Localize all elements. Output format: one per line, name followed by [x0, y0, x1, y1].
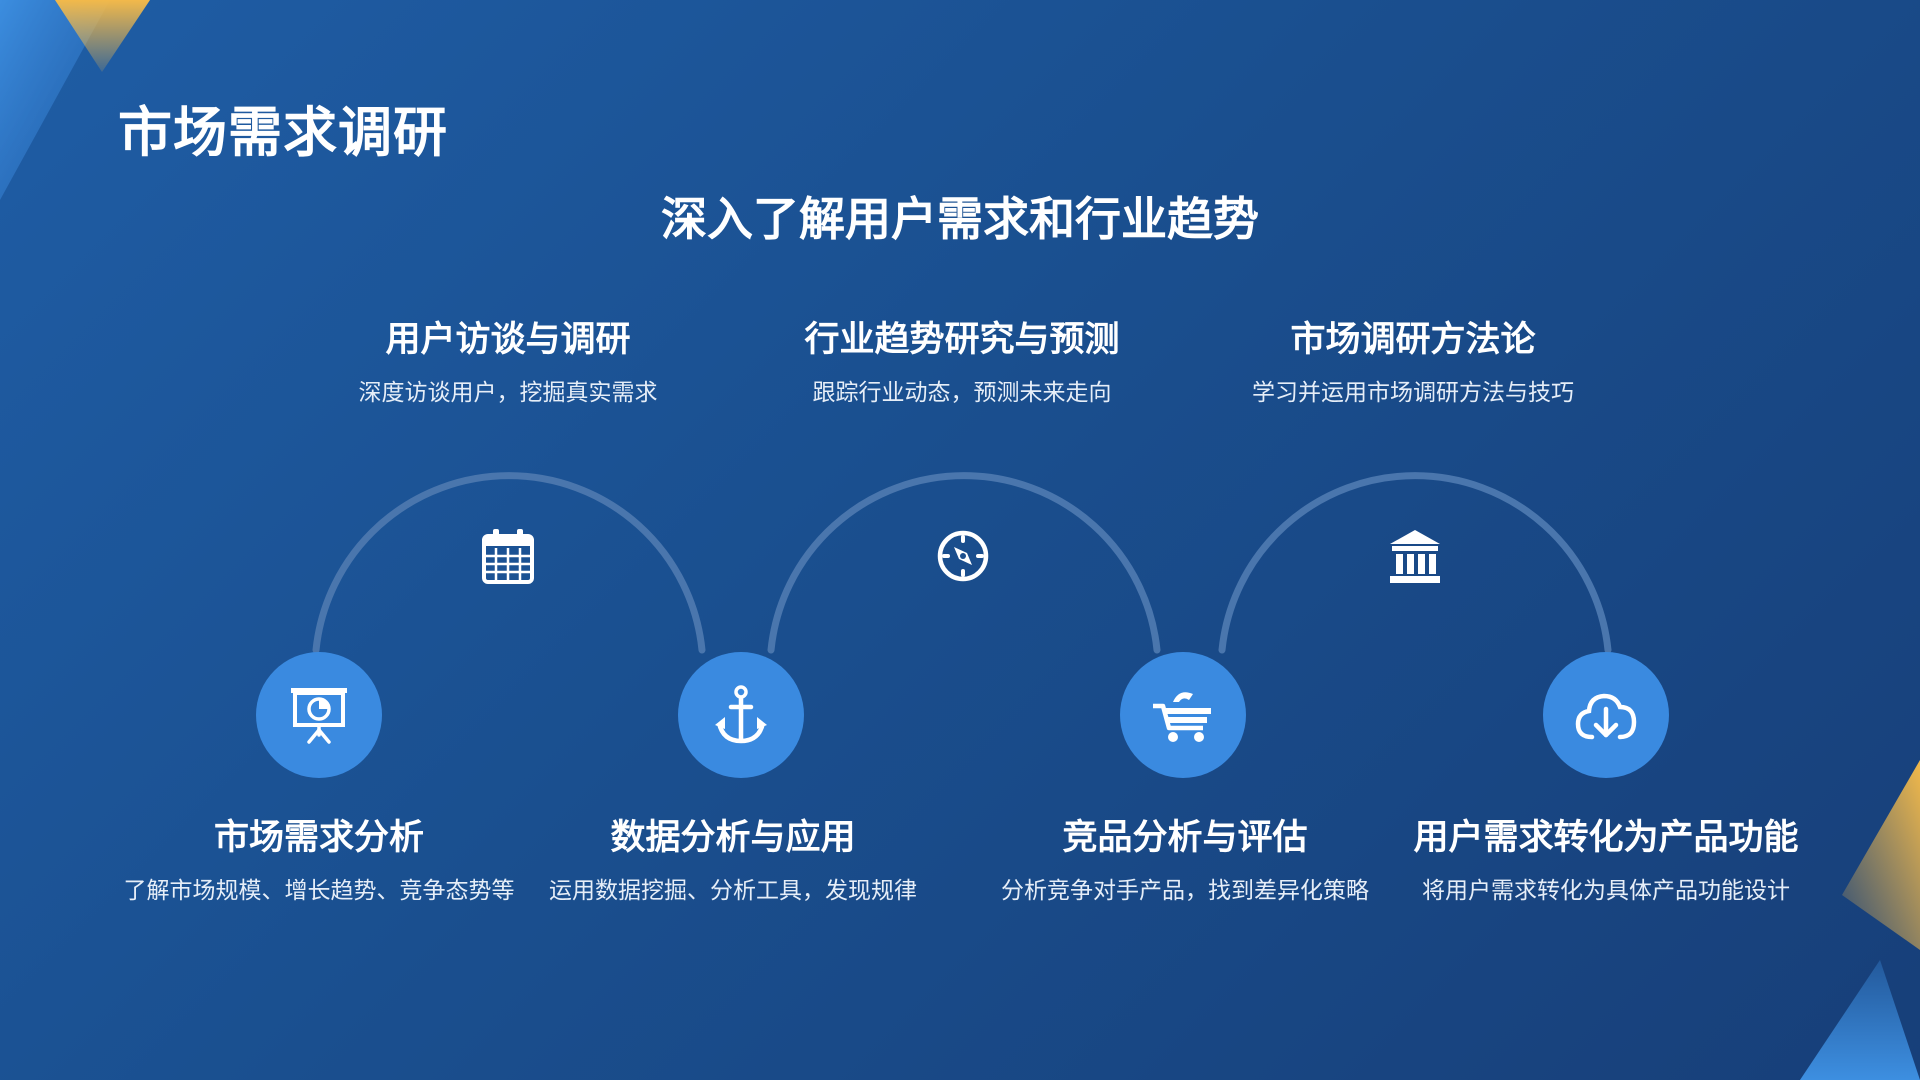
arc-1	[312, 472, 706, 654]
top-item-desc: 学习并运用市场调研方法与技巧	[1252, 380, 1574, 406]
top-item-heading: 行业趋势研究与预测	[804, 320, 1120, 360]
slide-title: 市场需求调研	[118, 101, 448, 164]
bottom-right-decoration	[1800, 760, 1920, 1080]
top-item-desc: 跟踪行业动态，预测未来走向	[812, 380, 1112, 406]
node-presentation	[256, 652, 382, 778]
bottom-item-desc: 了解市场规模、增长趋势、竞争态势等	[123, 878, 515, 904]
node-cart	[1120, 652, 1246, 778]
bottom-item-4: 用户需求转化为产品功能 将用户需求转化为具体产品功能设计	[1396, 816, 1816, 908]
slide-subtitle: 深入了解用户需求和行业趋势	[661, 192, 1259, 246]
bottom-item-3: 竞品分析与评估 分析竞争对手产品，找到差异化策略	[975, 816, 1395, 908]
top-item-1: 用户访谈与调研 深度访谈用户，挖掘真实需求	[298, 318, 718, 410]
bottom-item-heading: 数据分析与应用	[610, 818, 856, 858]
node-cloud	[1543, 652, 1669, 778]
bottom-item-1: 市场需求分析 了解市场规模、增长趋势、竞争态势等	[109, 816, 529, 908]
bottom-item-heading: 竞品分析与评估	[1062, 818, 1308, 858]
top-item-3: 市场调研方法论 学习并运用市场调研方法与技巧	[1203, 318, 1623, 410]
top-item-2: 行业趋势研究与预测 跟踪行业动态，预测未来走向	[752, 318, 1172, 410]
top-item-desc: 深度访谈用户，挖掘真实需求	[358, 380, 658, 406]
top-item-heading: 用户访谈与调研	[385, 320, 631, 360]
bottom-item-heading: 市场需求分析	[213, 818, 424, 858]
top-item-heading: 市场调研方法论	[1290, 320, 1536, 360]
compass-icon	[935, 528, 991, 584]
node-anchor	[678, 652, 804, 778]
top-left-decoration	[0, 0, 150, 200]
bank-icon	[1387, 528, 1443, 584]
arc-2	[767, 472, 1161, 654]
shopping-cart-icon	[1153, 692, 1211, 742]
presentation-chart-icon	[291, 688, 347, 744]
bottom-item-desc: 将用户需求转化为具体产品功能设计	[1422, 878, 1790, 904]
bottom-item-heading: 用户需求转化为产品功能	[1413, 818, 1799, 858]
bottom-item-desc: 分析竞争对手产品，找到差异化策略	[1001, 878, 1369, 904]
bottom-item-desc: 运用数据挖掘、分析工具，发现规律	[549, 878, 917, 904]
cloud-download-icon	[1575, 693, 1637, 740]
anchor-icon	[715, 685, 767, 744]
calendar-icon	[480, 528, 536, 584]
arc-3	[1218, 472, 1612, 654]
bottom-item-2: 数据分析与应用 运用数据挖掘、分析工具，发现规律	[523, 816, 943, 908]
